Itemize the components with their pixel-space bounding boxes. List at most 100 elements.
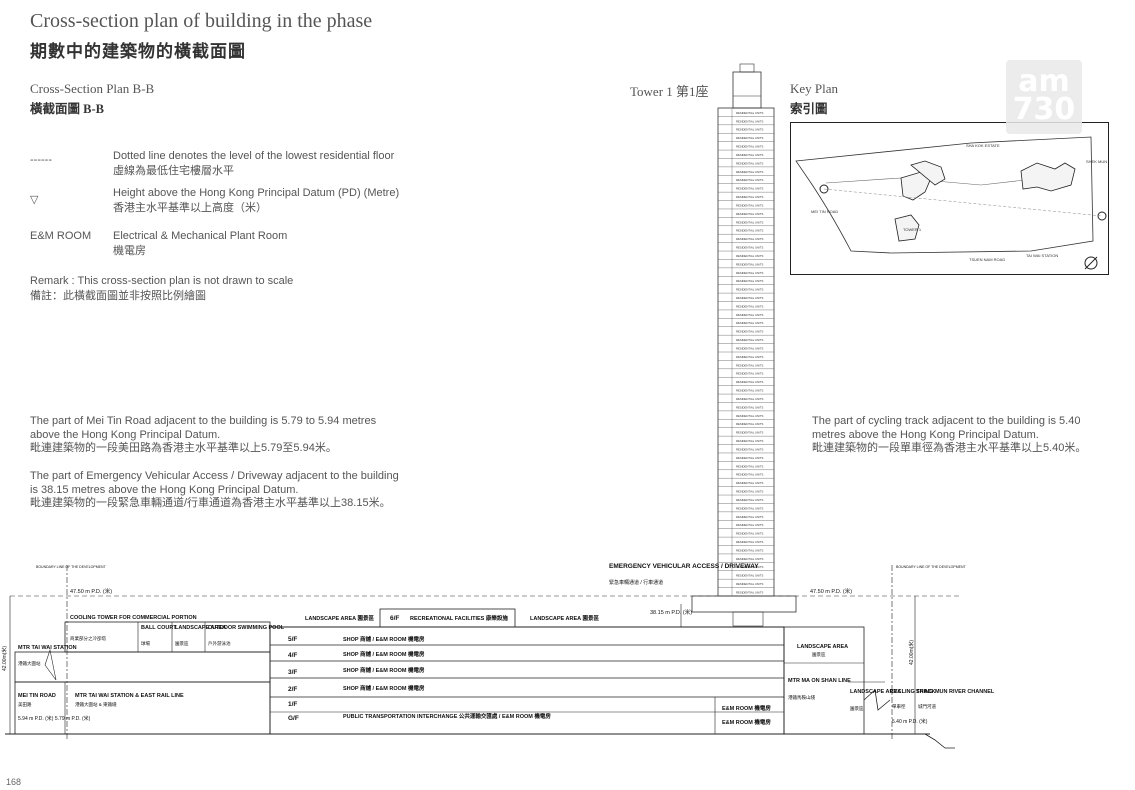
tower-floor-use: RESIDENTIAL UNITS bbox=[736, 128, 764, 132]
floor-label-5f: 5/F bbox=[288, 636, 297, 643]
tower-floor-use: RESIDENTIAL UNITS bbox=[736, 313, 764, 317]
tower-floor-use: RESIDENTIAL UNITS bbox=[736, 187, 764, 191]
mei-tin-road-zh: 美田路 bbox=[18, 701, 32, 708]
level-left: 47.50 m P.D. (米) bbox=[70, 587, 112, 595]
ball-court-zh: 球場 bbox=[141, 640, 150, 647]
kp-label-4: MEI TIN ROAD bbox=[811, 209, 838, 214]
channel-label: SHING MUN RIVER CHANNEL bbox=[916, 689, 995, 695]
legend-symbol-dotted: ------ bbox=[30, 154, 52, 166]
tower-floor-use: RESIDENTIAL UNITS bbox=[736, 582, 764, 586]
tower-floor-use: RESIDENTIAL UNITS bbox=[736, 271, 764, 275]
tower-floor-use: RESIDENTIAL UNITS bbox=[736, 380, 764, 384]
plan-name-zh: 橫截面圖 B-B bbox=[30, 102, 104, 116]
page-title-en: Cross-section plan of building in the ph… bbox=[30, 10, 373, 32]
cooling-tower-label: COOLING TOWER FOR COMMERCIAL PORTION bbox=[70, 615, 197, 621]
tower-floor-use: RESIDENTIAL UNITS bbox=[736, 422, 764, 426]
tower-floor-use: RESIDENTIAL UNITS bbox=[736, 229, 764, 233]
tower-floor-use: RESIDENTIAL UNITS bbox=[736, 296, 764, 300]
tower-floor-use: RESIDENTIAL UNITS bbox=[736, 338, 764, 342]
tower-floor-use: RESIDENTIAL UNITS bbox=[736, 447, 764, 451]
tower-floor-use: RESIDENTIAL UNITS bbox=[736, 532, 764, 536]
tower-floor-use: RESIDENTIAL UNITS bbox=[736, 254, 764, 258]
tower-floor-use: RESIDENTIAL UNITS bbox=[736, 153, 764, 157]
note-eva-zh: 毗連建築物的一段緊急車輛通道/行車通道為香港主水平基準以上38.15米。 bbox=[30, 497, 391, 509]
tower-floor-use: RESIDENTIAL UNITS bbox=[736, 405, 764, 409]
landscape-right-label: LANDSCAPE AREA bbox=[797, 644, 848, 650]
mtr-station-zh: 港鐵大圍站 bbox=[18, 660, 41, 667]
plan-name-en: Cross-Section Plan B-B bbox=[30, 81, 155, 96]
legend-symbol-pd: ▽ bbox=[30, 194, 39, 206]
cross-section-drawing: RESIDENTIAL UNITS RESIDENTIAL UNITS RESIDE… bbox=[1, 63, 995, 749]
tower-floor-use: RESIDENTIAL UNITS bbox=[736, 498, 764, 502]
landscape-area-right: LANDSCAPE AREA 園景區 bbox=[530, 614, 599, 622]
floor-label-6f: 6/F bbox=[390, 615, 399, 622]
tower-floor-use: RESIDENTIAL UNITS bbox=[736, 203, 764, 207]
ma-on-shan-zh: 港鐵馬鞍山綫 bbox=[788, 694, 815, 701]
tower-floor-use: RESIDENTIAL UNITS bbox=[736, 464, 764, 468]
legend-em-zh: 機電房 bbox=[113, 245, 146, 257]
kp-label-1: SHEK MUN bbox=[1086, 159, 1107, 164]
tower-floor-use: RESIDENTIAL UNITS bbox=[736, 456, 764, 460]
tower-floor-use: RESIDENTIAL UNITS bbox=[736, 363, 764, 367]
tower-floor-use: RESIDENTIAL UNITS bbox=[736, 212, 764, 216]
legend-dotted-zh: 虛線為最低住宅樓層水平 bbox=[113, 165, 234, 177]
legend-text-dotted: Dotted line denotes the level of the low… bbox=[113, 149, 394, 179]
floor-use-4f: SHOP 商舖 / E&M ROOM 機電房 bbox=[343, 650, 425, 658]
tower-floor-use: RESIDENTIAL UNITS bbox=[736, 195, 764, 199]
tower-floor-use: RESIDENTIAL UNITS bbox=[736, 288, 764, 292]
tower-floor-use: RESIDENTIAL UNITS bbox=[736, 557, 764, 561]
floor-use-3f: SHOP 商舖 / E&M ROOM 機電房 bbox=[343, 666, 425, 674]
tower-floor-use: RESIDENTIAL UNITS bbox=[736, 540, 764, 544]
note-mei-tin-en: The part of Mei Tin Road adjacent to the… bbox=[30, 415, 377, 441]
tower-floor-use: RESIDENTIAL UNITS bbox=[736, 111, 764, 115]
em-room-2: E&M ROOM 機電房 bbox=[722, 718, 771, 726]
tower-floor-use: RESIDENTIAL UNITS bbox=[736, 506, 764, 510]
tower-floor-use: RESIDENTIAL UNITS bbox=[736, 178, 764, 182]
floor-use-gf: PUBLIC TRANSPORTATION INTERCHANGE 公共運輸交匯… bbox=[343, 712, 551, 720]
tower-base bbox=[691, 595, 797, 613]
landscape-right-zh: 園景區 bbox=[812, 652, 826, 658]
landscape-zh: 園景區 bbox=[175, 641, 189, 647]
remark-zh: 備註：此橫截面圖並非按照比例繪圖 bbox=[30, 290, 206, 302]
tower-floor-use: RESIDENTIAL UNITS bbox=[736, 372, 764, 376]
tower-floor-use: RESIDENTIAL UNITS bbox=[736, 330, 764, 334]
floor-label-4f: 4/F bbox=[288, 652, 297, 659]
note-cycling: The part of cycling track adjacent to th… bbox=[812, 415, 1112, 456]
mtr-station-label: MTR TAI WAI STATION bbox=[18, 645, 77, 651]
tower-floor-use: RESIDENTIAL UNITS bbox=[736, 414, 764, 418]
tower-floor-use: RESIDENTIAL UNITS bbox=[736, 523, 764, 527]
boundary-left-label: BOUNDARY LINE OF THE DEVELOPMENT bbox=[36, 565, 106, 569]
kp-label-3: TAI WAI STATION bbox=[1026, 253, 1058, 258]
key-plan-title-zh: 索引圖 bbox=[790, 102, 828, 116]
landscape2-label: LANDSCAPE AREA bbox=[850, 689, 901, 695]
tower-floor-use: RESIDENTIAL UNITS bbox=[736, 279, 764, 283]
tower-floor-use: RESIDENTIAL UNITS bbox=[736, 145, 764, 149]
cycling-label: CYCLING TRACK bbox=[890, 689, 936, 695]
left-height: 42.00m(米) bbox=[1, 646, 8, 671]
landscape2-zh: 園景區 bbox=[850, 706, 864, 712]
tower-floor-use: RESIDENTIAL UNITS bbox=[736, 346, 764, 350]
key-plan-map: SHA KOK ESTATE SHEK MUN TSUEN NAM ROAD T… bbox=[790, 122, 1109, 275]
tower-label: Tower 1 第1座 bbox=[630, 84, 709, 99]
legend-pd-en: Height above the Hong Kong Principal Dat… bbox=[113, 187, 400, 199]
floor-label-2f: 2/F bbox=[288, 686, 297, 693]
tower-floor-use: RESIDENTIAL UNITS bbox=[736, 548, 764, 552]
cooling-tower-zh: 商業部分之冷卻塔 bbox=[70, 635, 106, 642]
cycling-zh: 單車徑 bbox=[892, 703, 906, 710]
em-room-1: E&M ROOM 機電房 bbox=[722, 704, 771, 712]
legend-em-en: Electrical & Mechanical Plant Room bbox=[113, 230, 288, 242]
note-mei-tin-zh: 毗連建築物的一段美田路為香港主水平基準以上5.79至5.94米。 bbox=[30, 442, 337, 454]
key-plan-title-en: Key Plan bbox=[790, 81, 839, 96]
floor-use-5f: SHOP 商舖 / E&M ROOM 機電房 bbox=[343, 635, 425, 643]
tower-floor-use: RESIDENTIAL UNITS bbox=[736, 397, 764, 401]
tower-floor-use: RESIDENTIAL UNITS bbox=[736, 136, 764, 140]
kp-label-5: TOWER 1 bbox=[903, 227, 922, 232]
tower-floor-use: RESIDENTIAL UNITS bbox=[736, 119, 764, 123]
kp-label-0: SHA KOK ESTATE bbox=[966, 143, 1000, 148]
legend-text-pd: Height above the Hong Kong Principal Dat… bbox=[113, 186, 399, 216]
tower-floor-use: RESIDENTIAL UNITS bbox=[736, 220, 764, 224]
level-right: 47.50 m P.D. (米) bbox=[810, 587, 852, 595]
tower-floor-use: RESIDENTIAL UNITS bbox=[736, 439, 764, 443]
note-cycling-en: The part of cycling track adjacent to th… bbox=[812, 415, 1081, 441]
landscape-area-left: LANDSCAPE AREA 園景區 bbox=[305, 614, 374, 622]
